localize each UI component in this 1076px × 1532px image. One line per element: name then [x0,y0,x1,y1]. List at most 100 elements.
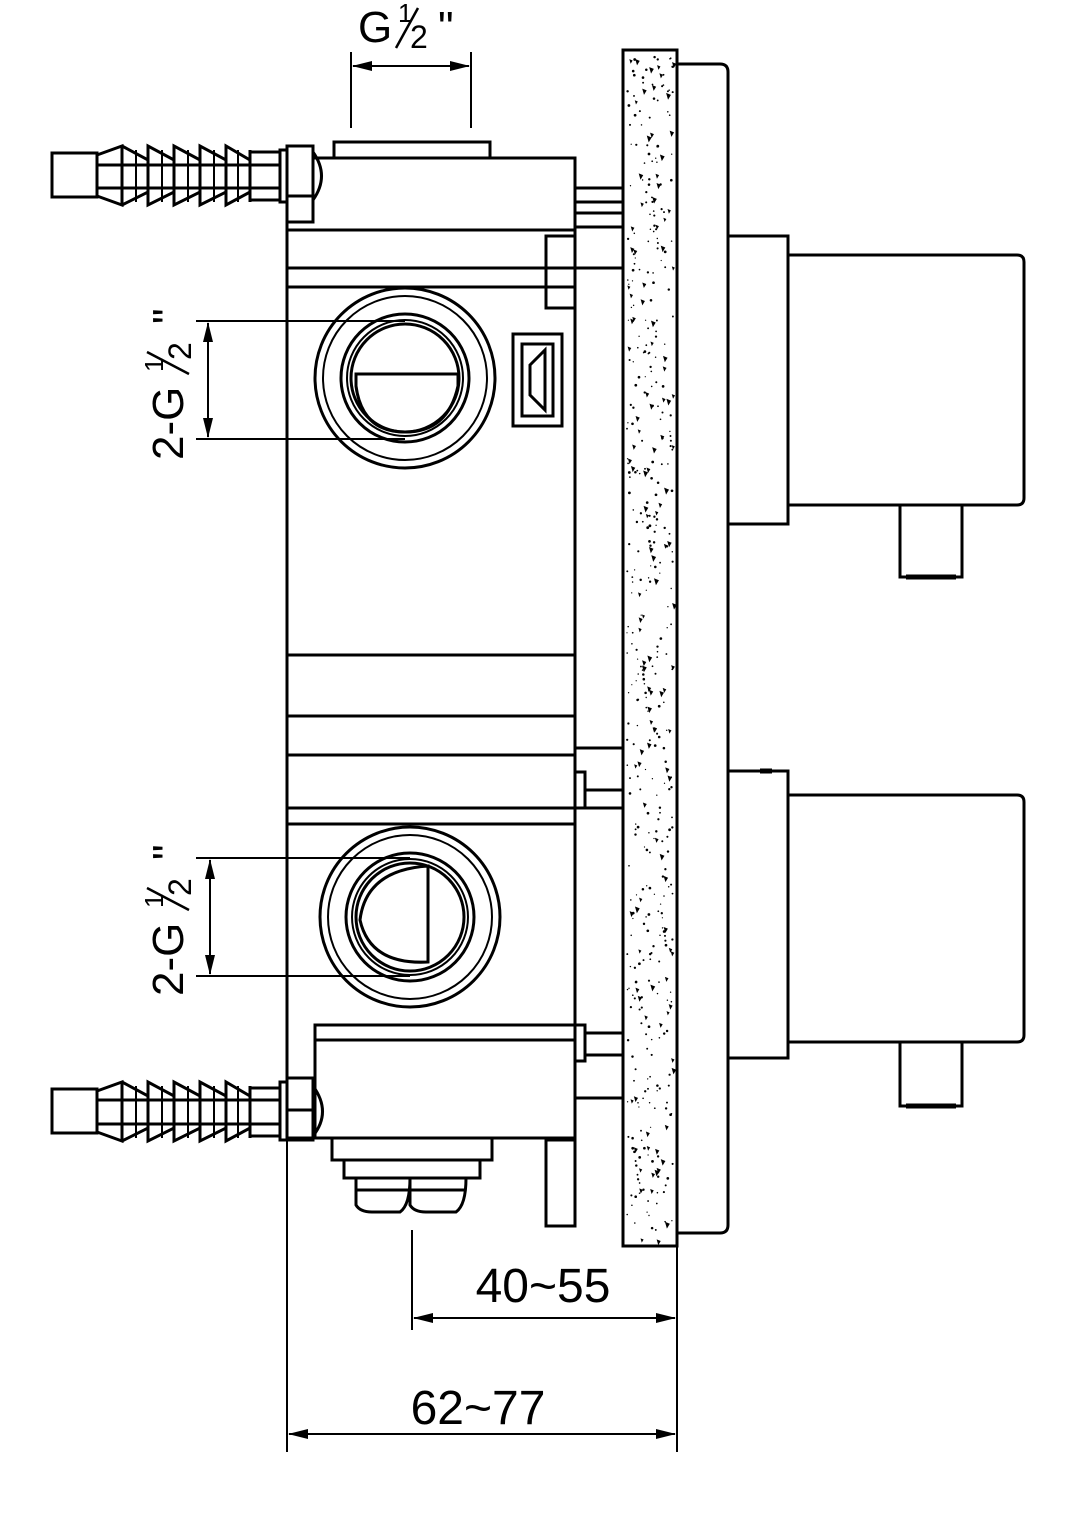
wall-speckle [642,677,646,681]
wall-speckle [671,445,675,450]
wall-speckle [630,1194,633,1197]
wall-speckle [656,161,658,164]
wall-speckle [664,943,668,947]
wall-speckle [632,406,635,409]
wall-speckle [664,868,667,871]
wall-speckle [647,710,649,712]
wall-speckle [663,343,666,345]
wall-speckle [669,1113,672,1117]
wall-speckle [645,344,648,347]
wall-speckle [663,250,667,254]
wall-speckle [635,987,640,994]
wall-speckle [661,927,664,929]
wall-speckle [646,526,650,530]
wall-speckle [649,958,652,961]
wall-speckle [671,826,674,829]
wall-speckle [632,509,635,511]
wall-speckle [626,1213,628,1216]
wall-speckle [658,502,663,508]
wall-speckle [659,853,665,861]
wall-speckle [631,576,634,578]
wall-speckle [627,722,630,725]
wall-speckle [627,462,629,465]
wall-speckle [663,543,668,549]
wall-speckle [649,365,652,369]
wall-speckle [633,966,637,969]
wall-speckle [644,1015,648,1021]
wall-speckle [656,183,661,190]
top-thread-label-den: 2 [410,19,428,55]
wall-speckle [657,65,661,70]
wall-speckle [654,837,659,843]
wall-speckle [647,577,650,579]
wall-speckle [636,469,639,472]
wall-speckle [653,515,656,518]
wall-speckle [665,767,670,774]
wall-speckle [664,1124,669,1131]
wall-speckle [639,788,642,791]
wall-speckle [670,623,672,626]
wall-speckle [645,589,647,591]
wall-speckle [658,806,662,809]
wall-speckle [650,565,652,567]
wall-speckle [654,672,657,675]
wall-speckle [641,179,644,181]
wall-speckle [635,143,638,146]
wall-speckle [659,154,665,162]
wall-speckle [640,1022,643,1025]
wall-speckle [645,501,649,504]
wall-speckle [644,467,646,470]
wall-speckle [637,761,642,768]
wall-speckle [631,684,633,686]
wall-speckle [642,802,647,808]
wall-speckle [647,686,652,693]
wall-speckle [656,1090,658,1092]
wall-speckle [634,828,637,831]
lower-thread-dimension: 2-G 1 2 " [139,844,410,996]
wall-speckle [629,185,632,187]
wall-speckle [663,926,668,933]
wall-speckle [666,1011,670,1016]
wall-speckle [627,285,631,290]
wall-speckle [646,1047,649,1050]
wall-speckle [627,458,632,465]
top-thread-label-g: G [358,3,392,52]
wall-speckle [640,124,643,126]
wall-speckle [666,92,671,100]
bottom-wall-anchor [50,1076,324,1144]
wall-speckle [653,530,656,533]
wall-speckle [632,316,636,322]
wall-speckle [653,224,656,227]
wall-speckle [630,899,632,901]
wall-speckle [656,481,660,484]
wall-speckle [627,692,630,694]
wall-speckle [636,346,639,349]
lower-outlet-port [318,825,502,1009]
wall-speckle [649,689,654,696]
wall-speckle [656,58,659,61]
lower-handle [726,768,1026,1109]
wall-speckle [634,764,638,769]
wall-speckle [640,1129,642,1132]
wall-speckle [652,541,656,544]
wall-speckle [632,253,635,256]
wall-speckle [634,1222,636,1224]
wall-speckle [634,1195,638,1199]
wall-speckle [668,947,673,953]
wall-speckle [670,489,674,493]
wall-speckle [631,1146,635,1150]
wall-speckle [629,965,632,968]
wall-speckle [669,445,672,448]
wall-speckle [644,691,647,695]
wall-speckle [661,436,664,440]
wall-speckle [646,885,648,887]
wall-speckle [658,1087,661,1090]
wall-speckle [638,1106,640,1108]
wall-speckle [633,1147,638,1153]
wall-speckle [647,1087,649,1090]
wall-speckle [656,656,659,658]
wall-speckle [626,427,628,430]
wall-speckle [633,249,638,255]
wall-speckle [645,514,649,519]
wall-speckle [656,144,660,148]
